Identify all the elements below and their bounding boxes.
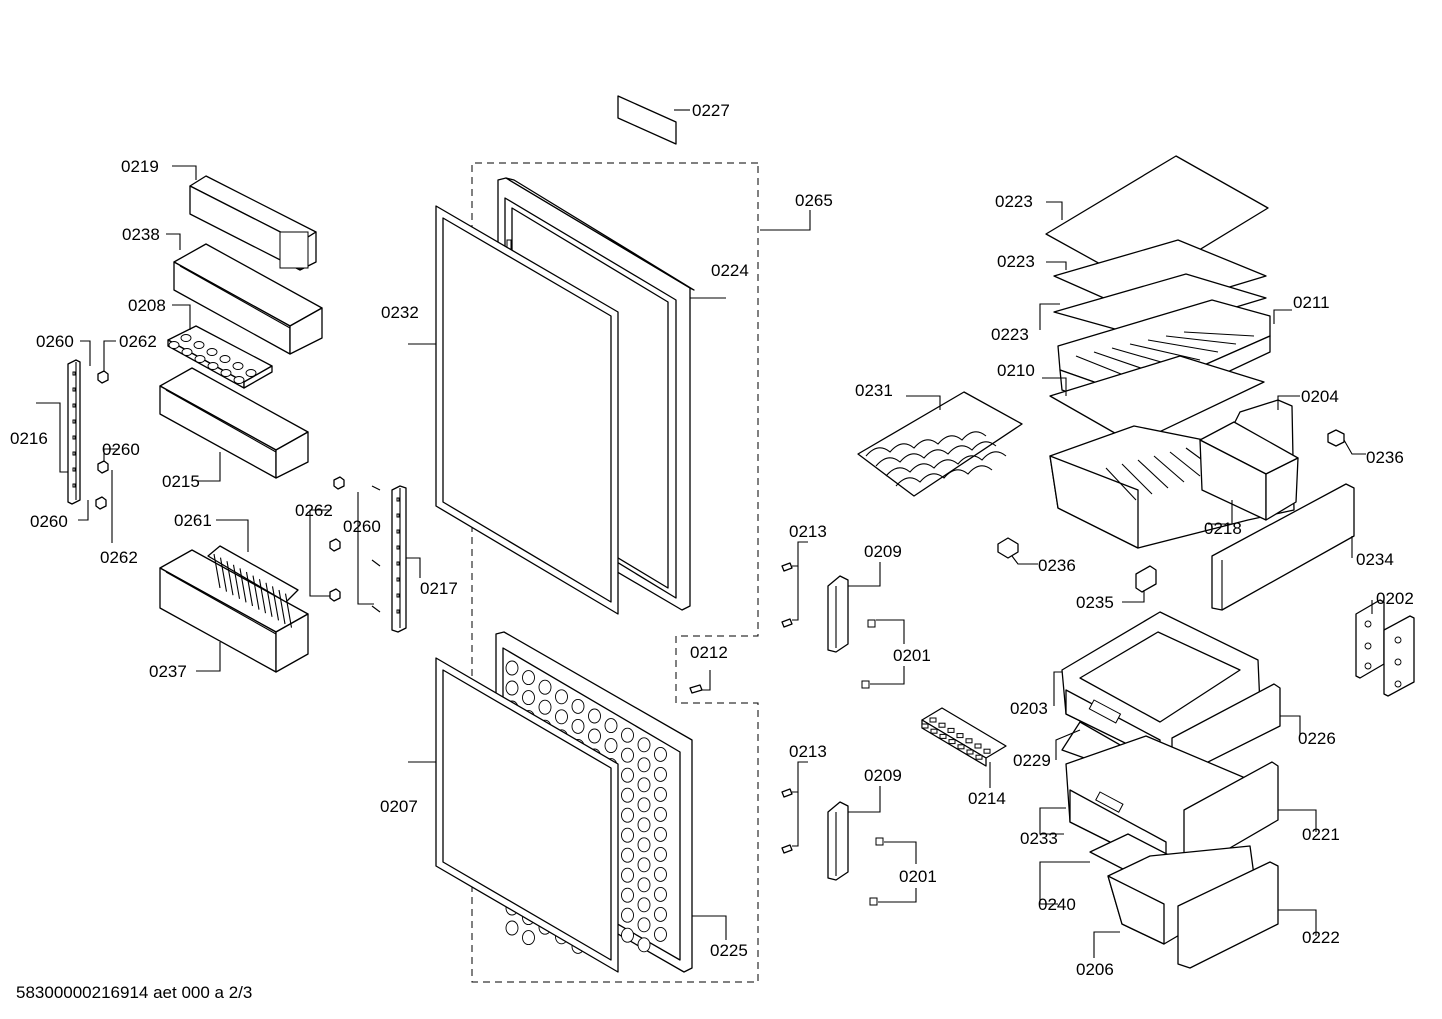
- part-0236-clips: [997, 429, 1345, 559]
- label-0209-b: 0209: [864, 766, 902, 785]
- label-0216: 0216: [10, 429, 48, 448]
- label-0262-c: 0262: [295, 501, 333, 520]
- part-0235-clip: [1135, 565, 1157, 593]
- label-0233: 0233: [1020, 829, 1058, 848]
- label-0214: 0214: [968, 789, 1006, 808]
- label-0201-b: 0201: [899, 867, 937, 886]
- part-0231-wine-rack: [857, 391, 1023, 497]
- part-0207-lower-gasket: [435, 657, 619, 973]
- leader-lines: [36, 109, 1373, 958]
- label-0212: 0212: [690, 643, 728, 662]
- label-0261: 0261: [174, 511, 212, 530]
- label-0204: 0204: [1301, 387, 1339, 406]
- label-0213-a: 0213: [789, 522, 827, 541]
- label-0260-a: 0260: [36, 332, 74, 351]
- label-0211: 0211: [1293, 293, 1330, 312]
- part-0234-drawer-front: [1211, 483, 1355, 611]
- label-0235: 0235: [1076, 593, 1114, 612]
- part-0222-front-panel: [1177, 861, 1279, 969]
- label-0262-a: 0262: [119, 332, 157, 351]
- label-0236-a: 0236: [1366, 448, 1404, 467]
- label-0227: 0227: [692, 101, 730, 120]
- label-0219: 0219: [121, 157, 159, 176]
- part-0219-door-shelf: [189, 175, 317, 271]
- part-0210-plate: [1049, 355, 1265, 445]
- part-0214-ice-tray: [921, 707, 1007, 767]
- label-0240: 0240: [1038, 895, 1076, 914]
- part-0212-hinge-screw: [689, 684, 703, 694]
- label-0265: 0265: [795, 191, 833, 210]
- label-0236-b: 0236: [1038, 556, 1076, 575]
- label-0202: 0202: [1376, 589, 1414, 608]
- label-0260-d: 0260: [343, 517, 381, 536]
- part-0216-side-rail: [67, 359, 81, 505]
- part-labels: 0227 0219 0238 0208 0260 0262 0216 0260 …: [10, 101, 1414, 979]
- label-0223-c: 0223: [991, 325, 1029, 344]
- part-0202-cold-packs: [1355, 599, 1415, 697]
- part-0238-door-shelf: [173, 243, 323, 355]
- part-0262-0260-fasteners: [329, 476, 381, 613]
- label-0223-a: 0223: [995, 192, 1033, 211]
- label-0215: 0215: [162, 472, 200, 491]
- label-0218: 0218: [1204, 519, 1242, 538]
- label-0201-a: 0201: [893, 646, 931, 665]
- label-0207: 0207: [380, 797, 418, 816]
- label-0208: 0208: [128, 296, 166, 315]
- label-0229: 0229: [1013, 751, 1051, 770]
- part-0261-bottle-divider: [207, 545, 299, 628]
- label-0232: 0232: [381, 303, 419, 322]
- part-0209-handle-upper: [827, 575, 849, 653]
- label-0262-b: 0262: [100, 548, 138, 567]
- drawing-number-footer: 58300000216914 aet 000 a 2/3: [16, 983, 252, 1002]
- label-0237: 0237: [149, 662, 187, 681]
- part-0201-caps: [861, 619, 884, 906]
- label-0213-b: 0213: [789, 742, 827, 761]
- label-0203: 0203: [1010, 699, 1048, 718]
- label-0223-b: 0223: [997, 252, 1035, 271]
- part-0209-handle-lower: [827, 801, 849, 881]
- part-0218-bin: [1199, 421, 1299, 521]
- part-0208-egg-tray: [167, 325, 273, 389]
- label-0221: 0221: [1302, 825, 1340, 844]
- label-0225: 0225: [710, 941, 748, 960]
- part-0217-side-rail: [391, 485, 407, 633]
- part-0223-glass-shelves: [1045, 155, 1269, 337]
- part-0213-screws: [781, 562, 793, 854]
- label-0224: 0224: [711, 261, 749, 280]
- label-0226: 0226: [1298, 729, 1336, 748]
- label-0222: 0222: [1302, 928, 1340, 947]
- label-0209-a: 0209: [864, 542, 902, 561]
- label-0217: 0217: [420, 579, 458, 598]
- label-0238: 0238: [122, 225, 160, 244]
- part-0215-door-shelf: [159, 367, 309, 479]
- label-0260-b: 0260: [102, 440, 140, 459]
- label-0260-c: 0260: [30, 512, 68, 531]
- label-0210: 0210: [997, 361, 1035, 380]
- part-0232-upper-gasket: [435, 205, 619, 615]
- part-0227-label-plate: [617, 95, 677, 145]
- label-0231: 0231: [855, 381, 893, 400]
- label-0234: 0234: [1356, 550, 1394, 569]
- label-0206: 0206: [1076, 960, 1114, 979]
